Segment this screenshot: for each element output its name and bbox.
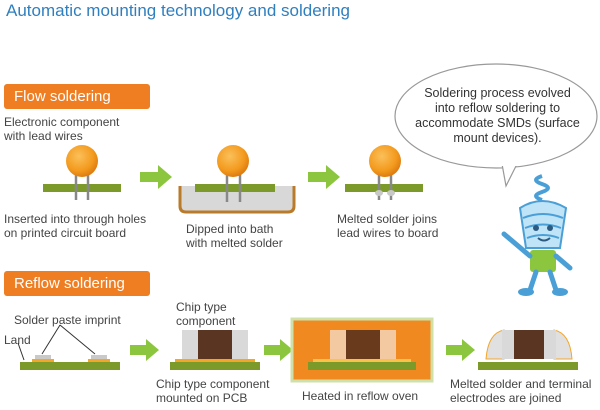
speech-bubble <box>394 63 598 188</box>
reflow-step1-caption: Chip type component mounted on PCB <box>156 377 270 405</box>
page-title: Automatic mounting technology and solder… <box>6 1 350 20</box>
component-label: Electronic component with lead wires <box>4 115 120 143</box>
reflow-step2-caption: Heated in reflow oven <box>302 389 419 403</box>
paste-label: Solder paste imprint <box>14 313 121 327</box>
arrow-icon <box>308 165 340 189</box>
arrow-icon <box>130 339 159 361</box>
arrow-icon <box>446 339 475 361</box>
bubble-text: Soldering process evolved into reflow so… <box>415 86 580 145</box>
flow-step2-graphic <box>178 145 296 214</box>
flow-soldering-heading: Flow soldering <box>14 88 111 105</box>
flow-soldering-diagram <box>43 145 423 214</box>
flow-step3-graphic <box>345 145 423 200</box>
chip-label: Chip type component <box>176 300 236 328</box>
arrow-icon <box>264 339 293 361</box>
arrow-icon <box>140 165 172 189</box>
reflow-step3-graphic <box>478 329 578 370</box>
reflow-soldering-diagram <box>17 317 578 383</box>
flow-step1-graphic <box>43 145 121 200</box>
mascot-icon <box>501 174 573 296</box>
reflow-oven-graphic <box>290 317 434 383</box>
reflow-step1-graphic <box>17 324 120 370</box>
reflow-soldering-heading: Reflow soldering <box>14 275 125 292</box>
reflow-step2-graphic <box>170 330 260 370</box>
flow-step1-caption: Inserted into through holes on printed c… <box>4 212 147 240</box>
flow-step2-caption: Dipped into bath with melted solder <box>186 222 283 250</box>
flow-soldering-banner: Flow soldering <box>4 84 150 109</box>
flow-step3-caption: Melted solder joins lead wires to board <box>337 212 439 240</box>
land-label: Land <box>4 333 31 347</box>
reflow-soldering-banner: Reflow soldering <box>4 271 150 296</box>
reflow-step3-caption: Melted solder and terminal electrodes ar… <box>450 377 592 405</box>
